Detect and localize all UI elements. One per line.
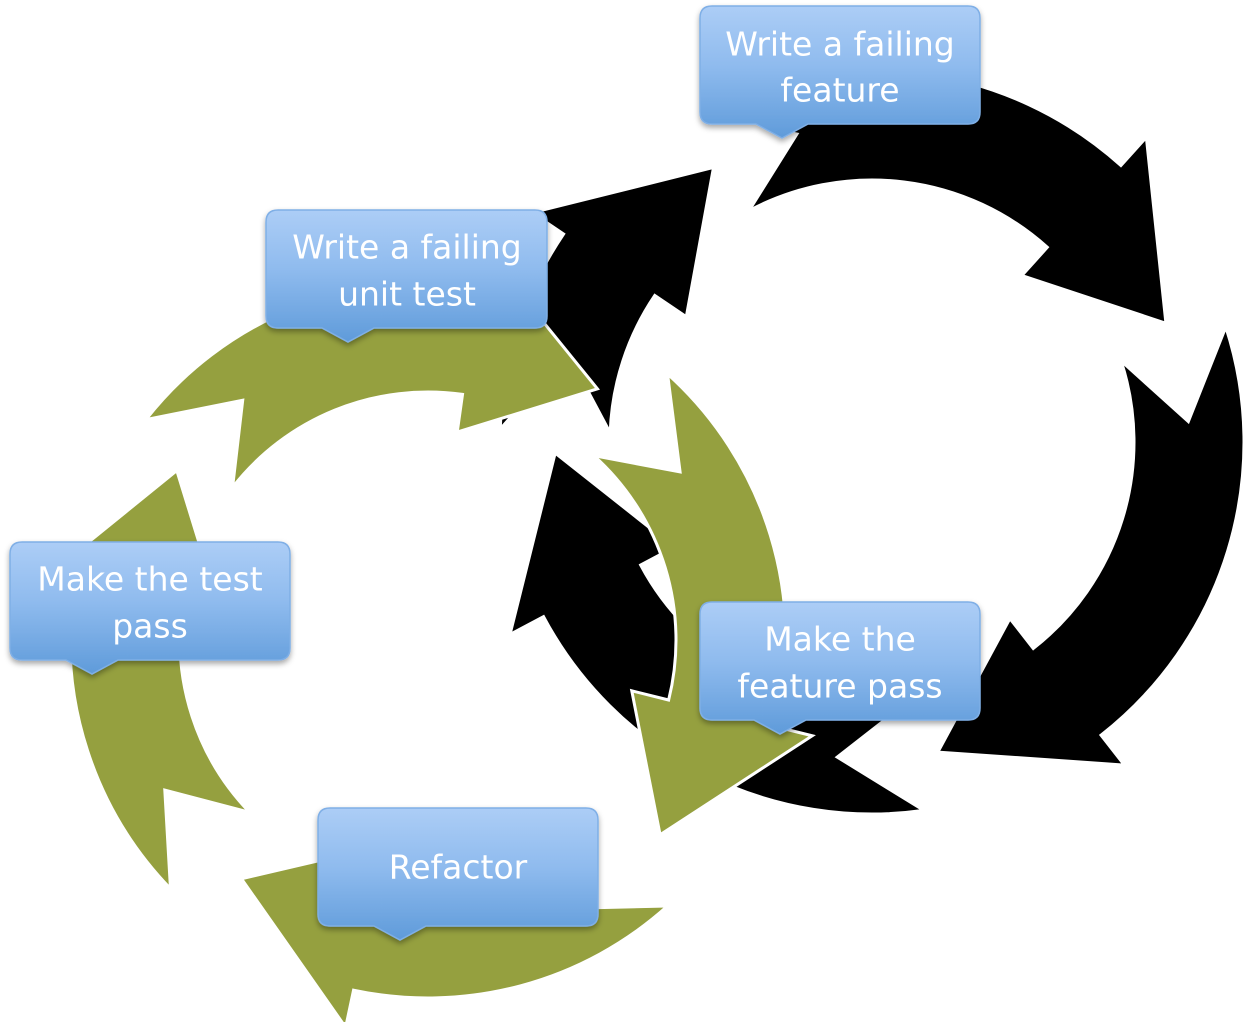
callout-box bbox=[9, 541, 291, 675]
callout-box bbox=[699, 601, 981, 735]
callout-label-line: feature bbox=[780, 71, 899, 110]
callout-box bbox=[317, 807, 599, 941]
inner-cycle-arrow-4 bbox=[32, 468, 255, 893]
callout-label-line: pass bbox=[112, 607, 188, 646]
callout-refactor: Refactor bbox=[317, 807, 599, 941]
callout-box bbox=[265, 209, 548, 343]
callout-write-failing-feature: Write a failing feature bbox=[699, 5, 981, 139]
callout-box bbox=[699, 5, 981, 139]
callout-make-test-pass: Make the test pass bbox=[9, 541, 291, 675]
callout-label-line: unit test bbox=[338, 275, 476, 314]
callout-label-line: Write a failing bbox=[292, 228, 522, 267]
callout-label-line: Make the test bbox=[37, 560, 263, 599]
callout-label-line: Refactor bbox=[389, 848, 528, 887]
callout-label-line: Write a failing bbox=[725, 25, 955, 64]
outer-cycle-arrow-2 bbox=[935, 322, 1246, 767]
callout-label-line: Make the bbox=[764, 620, 916, 659]
callout-make-feature-pass: Make the feature pass bbox=[699, 601, 981, 735]
callout-label-line: feature pass bbox=[737, 667, 942, 706]
callout-write-failing-unit-test: Write a failing unit test bbox=[265, 209, 548, 343]
callouts: Write a failing feature Make the feature… bbox=[9, 5, 981, 941]
